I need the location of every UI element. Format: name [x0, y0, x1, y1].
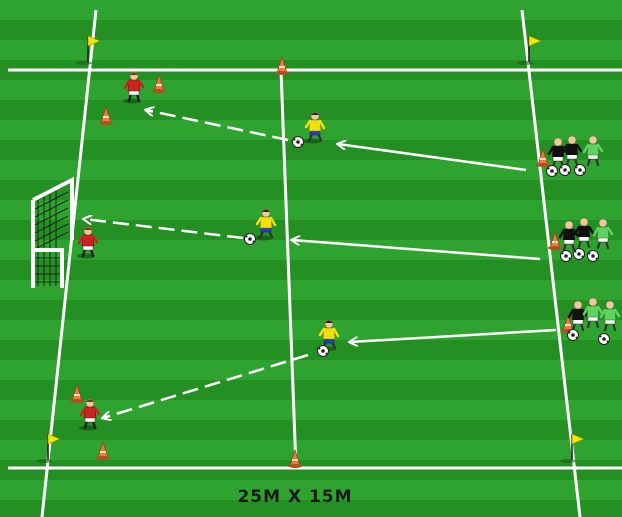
grass-stripe	[0, 460, 622, 480]
ball-icon	[245, 234, 256, 245]
ball-icon	[560, 165, 571, 176]
ball-icon	[547, 166, 558, 177]
grass-stripe	[0, 380, 622, 400]
grass-stripe	[0, 180, 622, 200]
grass-stripe	[0, 340, 622, 360]
ball-icon	[293, 137, 304, 148]
grass-stripe	[0, 300, 622, 320]
grass-stripe	[0, 260, 622, 280]
ball-icon	[561, 251, 572, 262]
ball-icon	[574, 249, 585, 260]
ball-icon	[588, 251, 599, 262]
ball-icon	[575, 165, 586, 176]
ball-icon	[599, 334, 610, 345]
pitch-dimensions-caption: 25M X 15M	[237, 487, 352, 507]
ball-icon	[318, 346, 329, 357]
ball-icon	[568, 330, 579, 341]
